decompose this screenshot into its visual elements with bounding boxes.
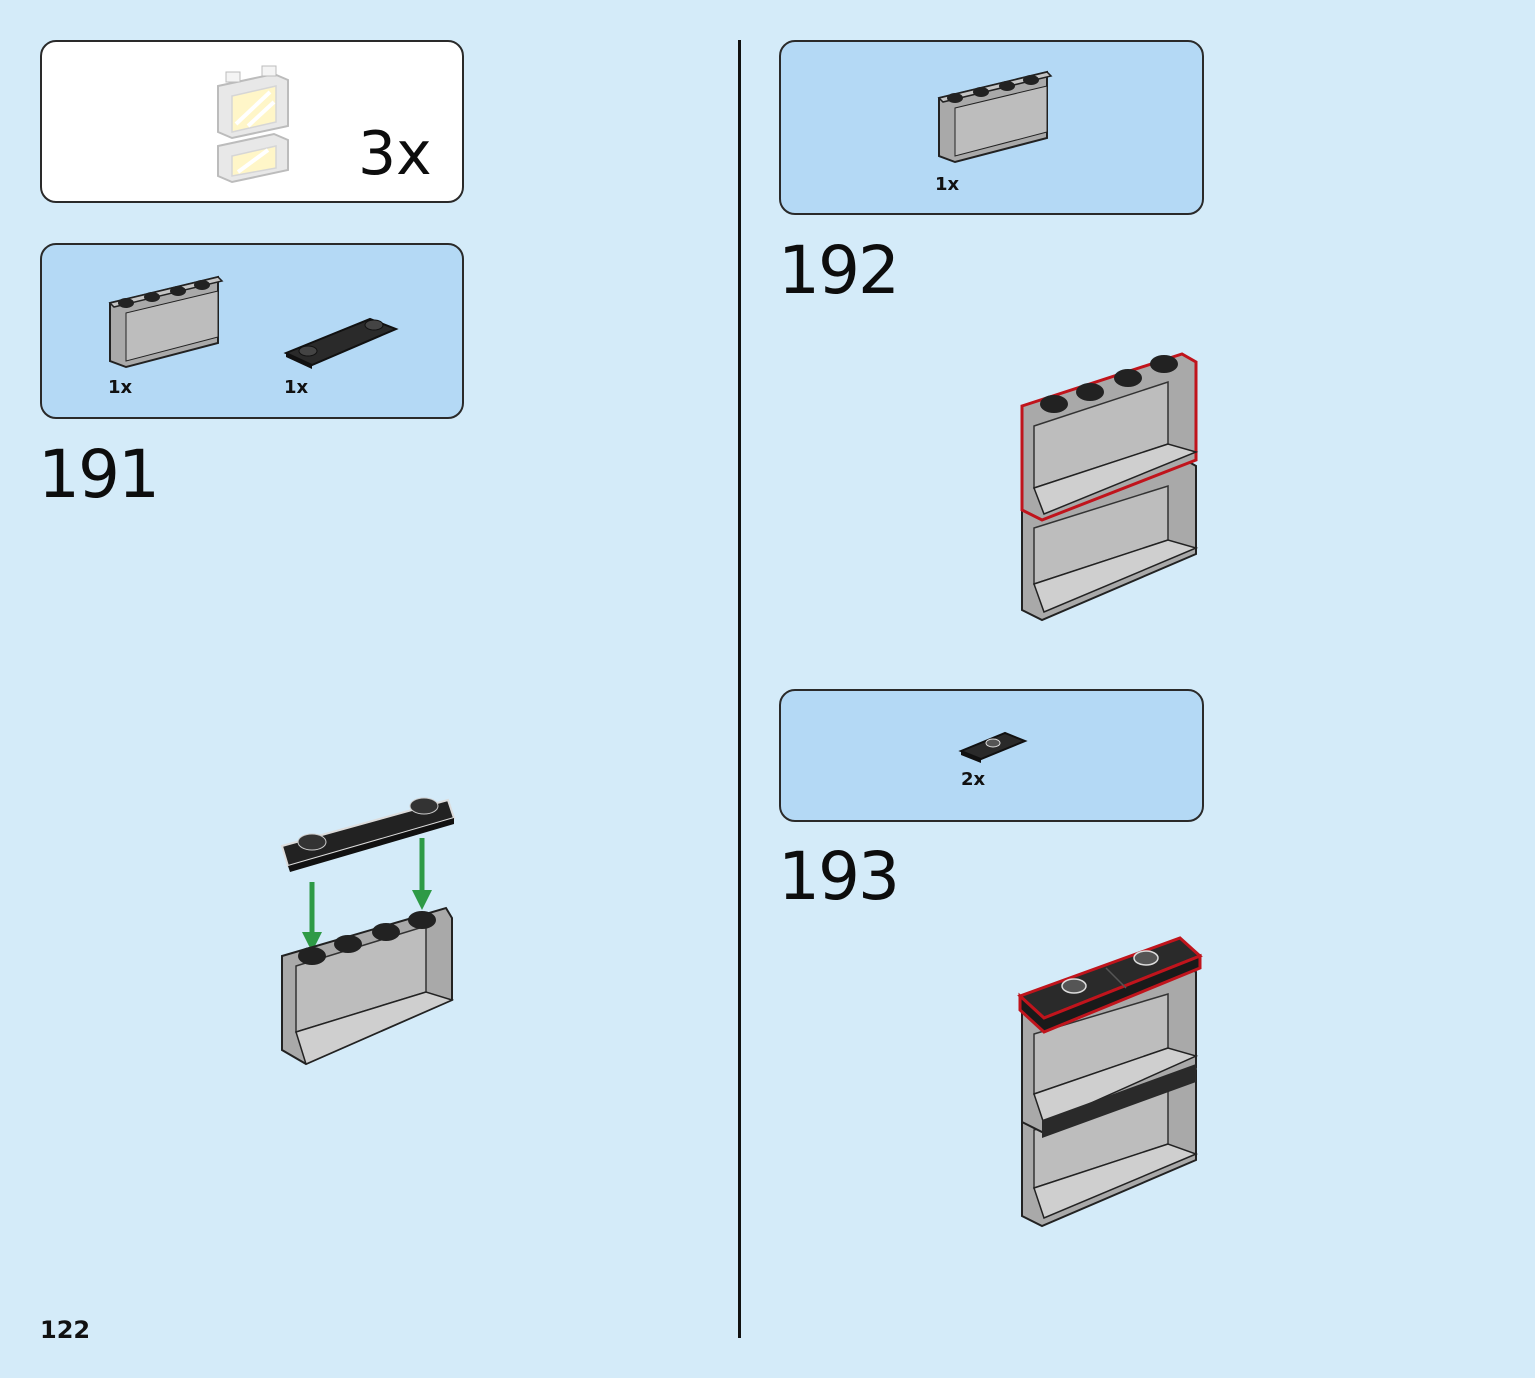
parts-list-step-191: 1x 1x — [40, 243, 464, 419]
gray-panel-1x4x2-part-icon — [937, 70, 1053, 164]
parts-list-step-192: 1x — [779, 40, 1204, 215]
step-number: 192 — [778, 232, 900, 309]
black-plate-1x4-part-icon — [283, 317, 399, 369]
step-193-assembly-illustration — [1017, 936, 1203, 1228]
step-number: 193 — [778, 838, 900, 915]
column-divider — [738, 40, 741, 1338]
step-192-assembly-illustration — [1020, 352, 1199, 622]
part-quantity: 1x — [935, 174, 960, 195]
window-frame-subassembly-icon — [217, 65, 289, 184]
page-number: 122 — [40, 1316, 91, 1344]
part-quantity: 1x — [284, 377, 309, 398]
parts-list-step-193: 2x — [779, 689, 1204, 822]
sub-build-panel: 3x — [40, 40, 464, 203]
gray-panel-1x4x2-part-icon — [108, 275, 224, 369]
black-jumper-plate-1x2-part-icon — [958, 731, 1028, 763]
sub-build-quantity: 3x — [358, 119, 432, 189]
part-quantity: 2x — [961, 769, 986, 790]
part-quantity: 1x — [108, 377, 133, 398]
step-number: 191 — [38, 436, 160, 513]
step-191-assembly-illustration — [280, 797, 456, 1066]
